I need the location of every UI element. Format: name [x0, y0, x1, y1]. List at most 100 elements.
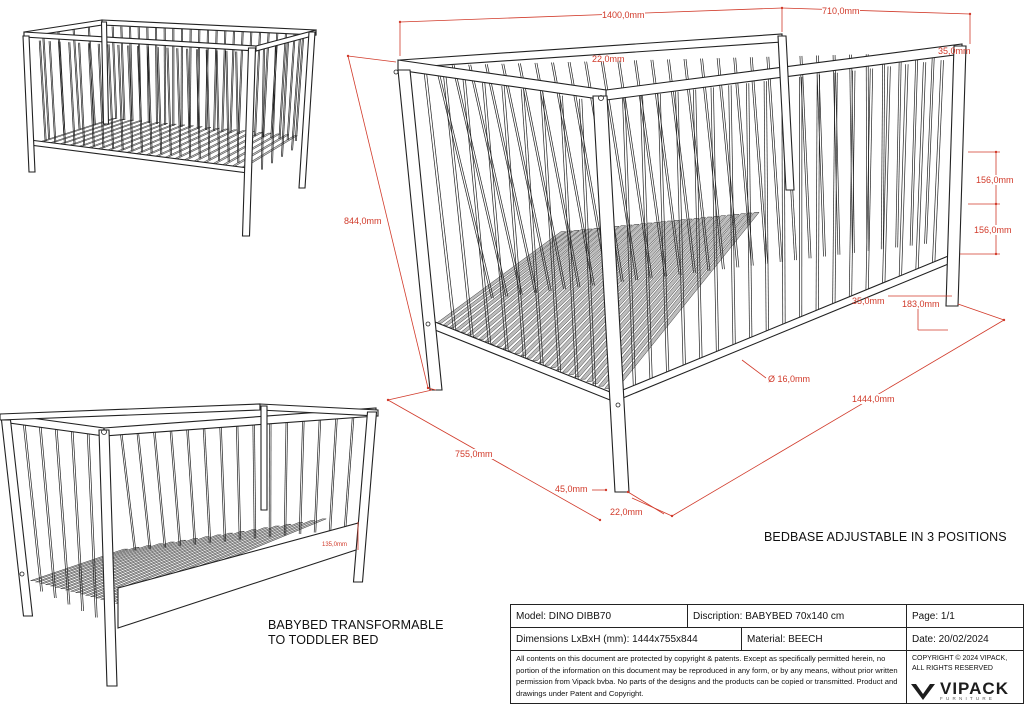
- dim-slat-diameter: Ø 16,0mm: [768, 374, 811, 384]
- toddler-back-bar-l: [343, 413, 353, 530]
- dim-line-1444: [671, 319, 1005, 517]
- dim-line-1400: [399, 7, 783, 23]
- dimension-lines: [346, 6, 1006, 550]
- toddler-back-bar-l: [202, 423, 210, 544]
- left-panel-bar-l: [501, 85, 525, 364]
- bolt-icon: [425, 321, 431, 327]
- front-panel-bar-r: [766, 81, 769, 336]
- small-front-bar-l: [156, 47, 162, 155]
- toddler-slat: [65, 536, 210, 591]
- front-panel-bar-r: [834, 72, 838, 309]
- toddler-back-bar-l: [119, 428, 135, 551]
- toddler-left-bar-r: [72, 427, 84, 612]
- toddler-left-bar-l: [22, 421, 42, 592]
- small-front-bar-r: [49, 41, 57, 143]
- caption-bedbase: BEDBASE ADJUSTABLE IN 3 POSITIONS: [764, 530, 1007, 544]
- tb-page: Page: 1/1: [906, 604, 1024, 628]
- left-panel-bar-r: [484, 82, 510, 357]
- left-panel-bar-l: [462, 79, 490, 350]
- back-panel-bar-r: [801, 55, 812, 259]
- front-panel-bar-l: [915, 62, 924, 276]
- back-top-rail: [399, 33, 783, 69]
- small-post: [100, 21, 110, 125]
- back-panel-bar-l: [909, 52, 917, 246]
- front-panel-bar-l: [898, 64, 907, 283]
- main-crib-drawing: [393, 33, 967, 493]
- small-front-bar-l: [127, 45, 133, 151]
- front-panel-bar-r: [818, 74, 820, 316]
- toddler-back-bar-l: [283, 417, 287, 536]
- dimension-line: [387, 389, 433, 401]
- small-right-bar-r: [292, 37, 301, 151]
- back-panel-bar-l: [667, 59, 694, 273]
- small-front-bar-r: [128, 45, 134, 151]
- front-panel-bar-r: [713, 87, 720, 356]
- post-front-left: [397, 69, 443, 391]
- back-panel-bar-l: [924, 52, 933, 244]
- dimension-tick: [604, 488, 608, 492]
- front-panel-bar-l: [746, 83, 750, 343]
- back-panel-bar-l: [865, 54, 868, 252]
- small-front-bar-l: [38, 40, 46, 142]
- dim-toddler-panel: 135,0mm: [322, 542, 348, 548]
- bedbase-slat: [562, 217, 707, 373]
- dimension-tick: [598, 518, 602, 522]
- dim-base-clearance: 183,0mm: [902, 299, 940, 309]
- toddler-back-bar-r: [237, 420, 242, 541]
- small-front-bar-l: [87, 43, 94, 147]
- back-panel-bar-l: [468, 64, 521, 295]
- dimension-tick: [386, 398, 390, 402]
- back-panel-bar-l: [749, 57, 767, 264]
- left-panel-bar-r: [503, 85, 527, 364]
- dim-line-22: [627, 491, 665, 515]
- small-left-bar-l: [87, 26, 95, 125]
- post-back-right: [777, 35, 795, 191]
- dimension-tick: [426, 386, 430, 390]
- small-front-bar-r: [108, 44, 115, 149]
- back-panel-bar-r: [702, 58, 725, 270]
- front-panel-bar-r: [730, 85, 736, 350]
- dim-line-844: [347, 55, 429, 389]
- dim-height: 844,0mm: [344, 216, 382, 226]
- small-right-bar-r: [282, 40, 289, 157]
- small-back-bar-r: [287, 33, 296, 141]
- toddler-left-bar-l: [86, 429, 96, 618]
- bolt-icon: [393, 69, 399, 75]
- small-front-bar-r: [236, 51, 240, 163]
- dim-post-base: 35,0mm: [852, 296, 885, 306]
- toddler-slat: [85, 529, 257, 596]
- left-panel-bar-l: [443, 76, 472, 344]
- back-panel-bar-l: [551, 62, 593, 286]
- dimension-tick: [1002, 318, 1006, 322]
- small-front-bar-l: [225, 50, 229, 162]
- small-front-bar-l: [186, 48, 190, 158]
- dim-level-lower: 156,0mm: [974, 225, 1012, 235]
- tb-date: Date: 20/02/2024: [906, 627, 1024, 651]
- copyright-line2: ALL RIGHTS RESERVED: [912, 665, 993, 672]
- back-panel-bar-l: [435, 65, 492, 299]
- left-panel-bar-l: [423, 73, 455, 337]
- toddler-back-bar-r: [220, 422, 227, 542]
- front-panel-bar-l: [832, 72, 836, 309]
- dim-line-755: [387, 399, 601, 521]
- back-panel-bar-r: [882, 53, 886, 250]
- dim-overall-width: 755,0mm: [455, 449, 493, 459]
- back-panel-bar-l: [451, 65, 507, 297]
- dim-width-top: 710,0mm: [822, 6, 860, 16]
- caption-transform-line1: BABYBED TRANSFORMABLE: [268, 618, 444, 632]
- front-panel-bar-l: [622, 97, 634, 390]
- back-panel-bar-l: [567, 62, 608, 284]
- bedbase-slat: [441, 230, 574, 326]
- left-panel-bar-r: [542, 92, 562, 377]
- front-panel-bar-l: [865, 68, 871, 296]
- toddler-left-bar-l: [70, 427, 83, 612]
- small-right-bar-l: [261, 46, 264, 170]
- front-panel-bar-l: [710, 87, 717, 356]
- title-block: Model: DINO DIBB70 Discription: BABYBED …: [510, 604, 1024, 704]
- left-panel-bar-r: [523, 89, 544, 370]
- small-right-bar-l: [291, 37, 300, 151]
- toddler-left-bar-r: [88, 429, 98, 618]
- small-front-bar-l: [78, 42, 84, 146]
- toddler-back-bar-r: [170, 425, 182, 547]
- toddler-left-bar-r: [24, 421, 43, 592]
